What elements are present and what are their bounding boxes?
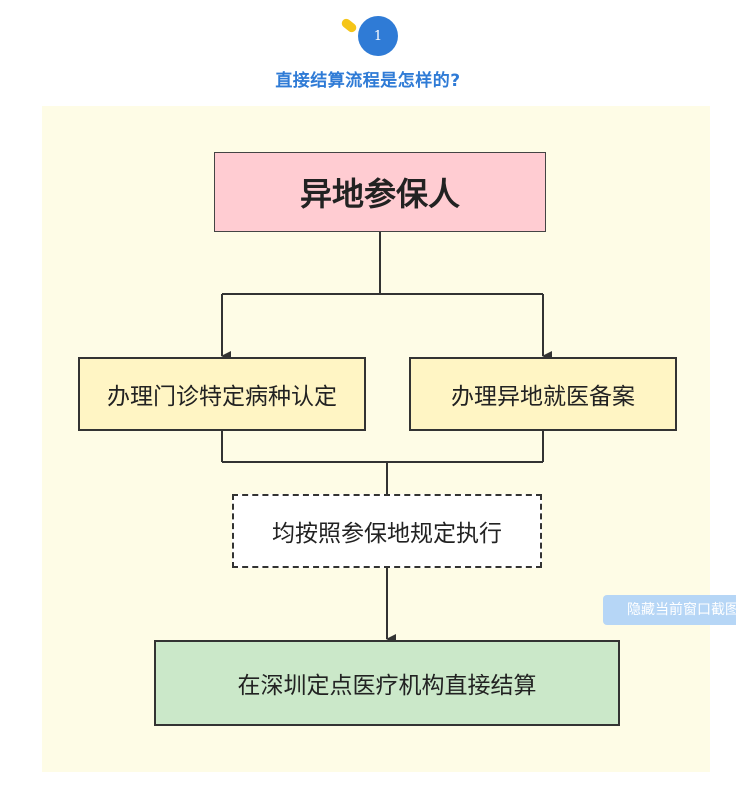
node-follow-insurance-rules: 均按照参保地规定执行 xyxy=(232,494,542,568)
connector-branches-to-merge xyxy=(221,431,544,494)
hide-window-screenshot-button[interactable]: 隐藏当前窗口截图 xyxy=(603,595,736,625)
node-direct-settlement: 在深圳定点医疗机构直接结算 xyxy=(154,640,620,726)
node-insured-person: 异地参保人 xyxy=(214,152,546,232)
step-number-badge: 1 xyxy=(358,16,398,56)
connector-root-to-branches xyxy=(221,232,552,361)
node-offsite-medical-filing: 办理异地就医备案 xyxy=(409,357,677,431)
node-outpatient-disease-certification: 办理门诊特定病种认定 xyxy=(78,357,366,431)
section-title: 直接结算流程是怎样的? xyxy=(275,71,461,91)
